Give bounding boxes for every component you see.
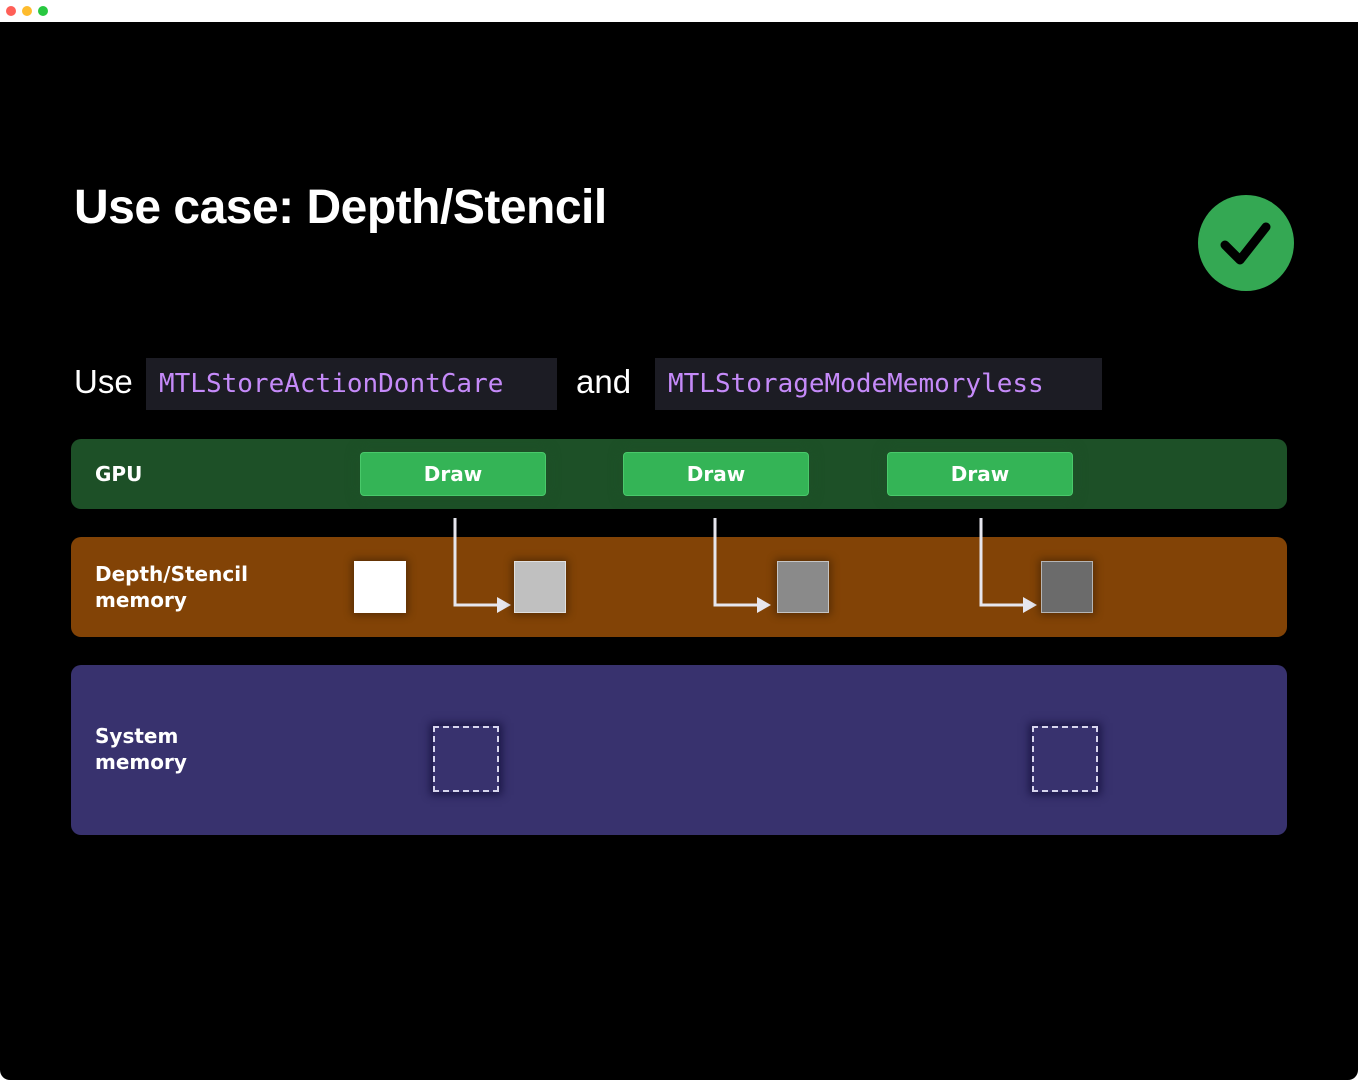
depth-buffer-initial [354, 561, 406, 613]
system-memory-lane-label: System memory [95, 724, 187, 774]
zoom-window-button[interactable] [38, 6, 48, 16]
close-window-button[interactable] [6, 6, 16, 16]
depth-buffer-after-draw-1 [514, 561, 566, 613]
system-memory-lane: System memory [71, 665, 1287, 835]
depth-stencil-lane: Depth/Stencil memory [71, 537, 1287, 637]
gpu-lane-label: GPU [95, 462, 143, 486]
code-store-action: MTLStoreActionDontCare [146, 358, 557, 410]
draw-call-3: Draw [887, 452, 1073, 496]
window-titlebar [0, 0, 1358, 22]
subtitle-word-use: Use [74, 363, 133, 400]
checkmark-icon [1198, 195, 1294, 291]
slide-title: Use case: Depth/Stencil [74, 181, 607, 234]
depth-buffer-after-draw-3 [1041, 561, 1093, 613]
depth-stencil-lane-label: Depth/Stencil memory [95, 562, 248, 612]
draw-call-1: Draw [360, 452, 546, 496]
system-memory-buffer-1 [433, 726, 499, 792]
draw-call-2: Draw [623, 452, 809, 496]
code-storage-mode: MTLStorageModeMemoryless [655, 358, 1102, 410]
subtitle-word-and: and [576, 363, 632, 400]
depth-buffer-after-draw-2 [777, 561, 829, 613]
system-memory-buffer-2 [1032, 726, 1098, 792]
minimize-window-button[interactable] [22, 6, 32, 16]
